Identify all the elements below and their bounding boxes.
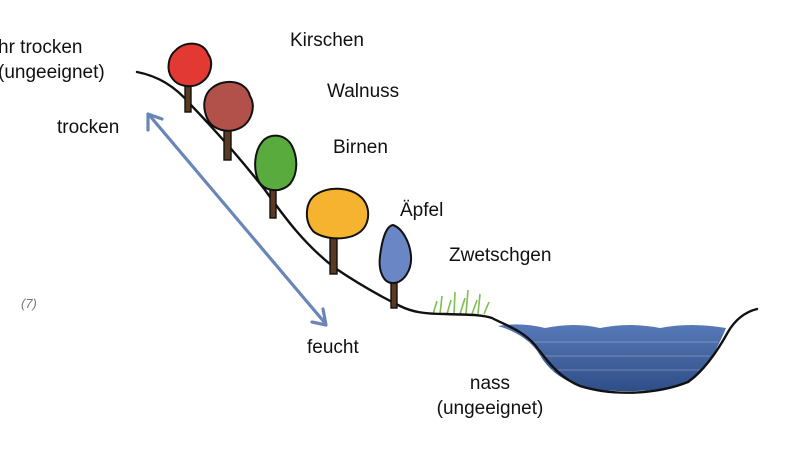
label-zwetschgen: Zwetschgen: [449, 244, 551, 268]
tree-zwetschgen: [380, 225, 411, 308]
label-walnuss: Walnuss: [327, 80, 399, 104]
label-wet-unsuitable: (ungeeignet): [420, 397, 560, 421]
label-very-dry: hr trocken: [0, 36, 82, 60]
label-aepfel: Äpfel: [400, 199, 443, 223]
label-dry: trocken: [57, 116, 119, 140]
label-moist: feucht: [307, 336, 359, 360]
grass-tuft: [433, 290, 489, 314]
tree-crown: [204, 82, 252, 131]
tree-aepfel: [307, 189, 368, 274]
label-kirschen: Kirschen: [290, 29, 364, 53]
tree-crown: [169, 44, 212, 87]
tree-walnuss: [204, 82, 252, 160]
label-birnen: Birnen: [333, 136, 388, 160]
tree-crown: [307, 189, 368, 239]
label-wet: nass: [440, 372, 540, 396]
tree-crown: [255, 136, 296, 191]
moisture-gradient-arrow: [148, 114, 326, 325]
tree-birnen: [255, 136, 296, 218]
tree-crown: [380, 225, 411, 283]
figure-number: (7): [21, 296, 37, 311]
label-very-dry-unsuitable: (ungeeignet): [0, 61, 105, 85]
